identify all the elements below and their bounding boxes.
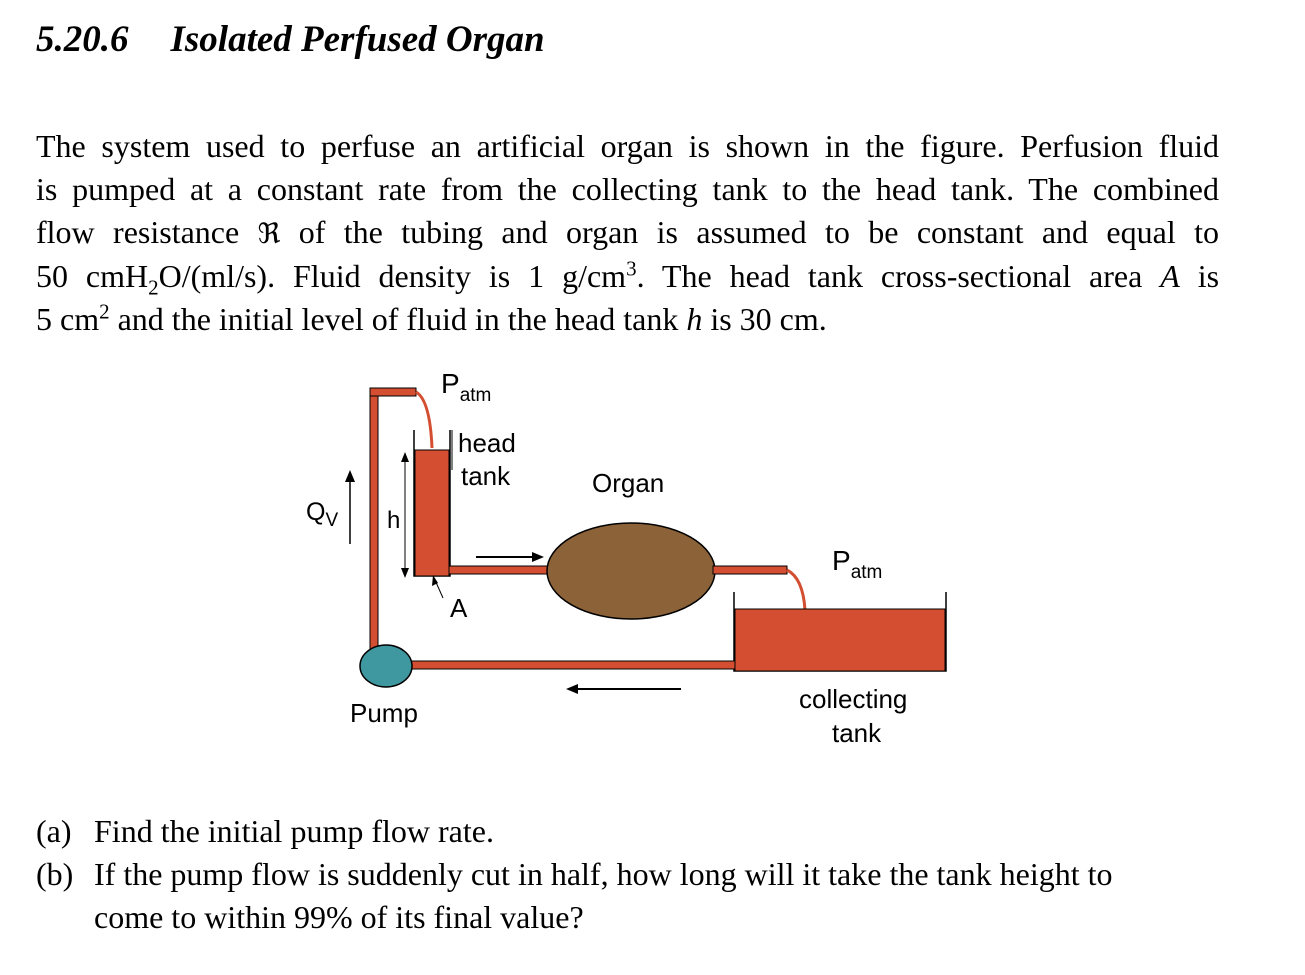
text-run: 5 cm — [36, 301, 100, 337]
paragraph-line: The system used to perfuse an artificial… — [36, 128, 1219, 164]
text-run: O/(ml/s). Fluid density is 1 g/cm — [158, 258, 627, 294]
collecting-tank-label-2: tank — [832, 718, 882, 748]
question-item: (b) If the pump flow is suddenly cut in h… — [36, 853, 1113, 896]
pump-shape — [359, 644, 413, 688]
text-run: flow resistance — [36, 214, 258, 250]
qv-label: QV — [306, 498, 338, 531]
organ-outlet-pipe — [712, 565, 788, 575]
text-run: is 30 cm. — [702, 301, 827, 337]
a-label: A — [450, 593, 468, 623]
patm-right-label: Patm — [832, 545, 882, 583]
paragraph-line: 50 cmH2O/(ml/s). Fluid density is 1 g/cm… — [36, 255, 1219, 298]
variable-a: A — [1160, 258, 1180, 294]
text-run: 50 cmH — [36, 258, 149, 294]
qv-arrow-head — [345, 470, 355, 482]
question-text: Find the initial pump flow rate. — [94, 813, 494, 849]
text-run: of the tubing and organ is assumed to be… — [280, 214, 1220, 250]
superscript: 3 — [626, 256, 637, 281]
head-tank-label-1: head — [458, 428, 516, 458]
problem-paragraph: The system used to perfuse an artificial… — [36, 125, 1219, 341]
organ-inlet-pipe — [448, 565, 552, 575]
question-item: come to within 99% of its final value? — [36, 896, 1113, 939]
inflow-tube — [415, 390, 434, 449]
superscript: 2 — [99, 299, 110, 324]
question-marker: (b) — [36, 856, 74, 892]
outflow-tube — [786, 568, 807, 611]
a-pointer-head — [432, 575, 438, 586]
paragraph-line: flow resistance ℜ of the tubing and orga… — [36, 211, 1219, 255]
question-marker: (a) — [36, 813, 72, 849]
patm-top-label: Patm — [441, 368, 491, 406]
h-arrow-top — [401, 452, 409, 462]
variable-h: h — [686, 301, 703, 337]
flow-arrow-left-head — [566, 684, 578, 694]
text-run: is — [1179, 258, 1220, 294]
head-tank-fluid — [414, 449, 450, 577]
resistance-symbol: ℜ — [257, 217, 281, 250]
section-number: 5.20.6 — [36, 19, 129, 60]
flow-arrow-right-head — [532, 552, 544, 562]
bottom-return-pipe — [404, 660, 736, 670]
question-list: (a) Find the initial pump flow rate. (b) I… — [36, 810, 1113, 939]
pump-label: Pump — [350, 698, 418, 728]
paragraph-line: 5 cm2 and the initial level of fluid in … — [36, 298, 1219, 341]
question-text: come to within 99% of its final value? — [94, 899, 584, 935]
text-run: . The head tank cross-sectional area — [636, 258, 1161, 294]
collecting-tank-fluid — [734, 608, 946, 672]
h-arrow-bottom — [401, 568, 409, 578]
text-run: and the initial level of fluid in the he… — [109, 301, 687, 337]
question-item: (a) Find the initial pump flow rate. — [36, 810, 1113, 853]
paragraph-line: is pumped at a constant rate from the co… — [36, 171, 1219, 207]
collecting-tank-label-1: collecting — [799, 684, 907, 714]
top-pipe — [369, 387, 417, 397]
subscript: 2 — [148, 275, 159, 300]
h-label: h — [387, 507, 400, 534]
section-heading: 5.20.6 Isolated Perfused Organ — [36, 18, 545, 61]
head-tank-label-2: tank — [461, 461, 511, 491]
organ-label: Organ — [592, 468, 664, 498]
section-title: Isolated Perfused Organ — [170, 19, 545, 60]
return-pipe-vertical — [369, 387, 379, 659]
organ-shape — [546, 522, 716, 620]
question-text: If the pump flow is suddenly cut in half… — [94, 856, 1113, 892]
